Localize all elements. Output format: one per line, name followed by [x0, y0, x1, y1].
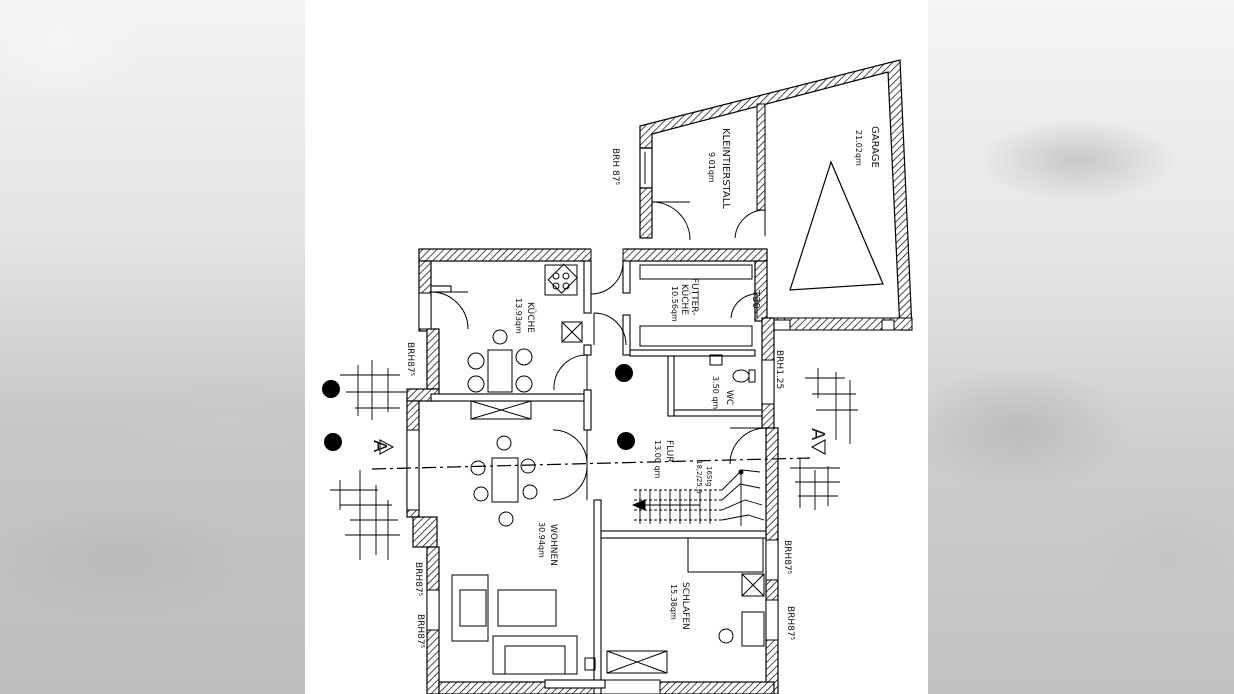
kueche-label: KÜCHE [525, 302, 536, 333]
kitchen-table [487, 349, 513, 393]
grid-dots [322, 364, 635, 451]
interior-walls [430, 260, 767, 694]
brh-right-middle: BRH87⁵ [782, 540, 792, 575]
flur-label: FLUR [664, 440, 674, 463]
brh-kleintierstall: BRH 87⁵ [610, 148, 620, 186]
car-symbol [789, 160, 884, 291]
schlafen-area: 15.38qm [669, 584, 678, 620]
toilet [732, 369, 750, 383]
furniture [451, 263, 765, 675]
brh-right-upper: BRH1.25 [774, 350, 784, 389]
section-line [371, 439, 826, 470]
counter-bottom [639, 325, 753, 347]
futterkueche-label-1: FUTTER- [689, 278, 699, 315]
outer-walls [406, 247, 779, 694]
garage-area: 21.02qm [854, 130, 863, 166]
wohnen-label: WOHNEN [548, 524, 558, 566]
floor-plan-sheet [305, 0, 928, 694]
wohnen-area: 30.94qm [537, 522, 546, 558]
survey-marks [330, 360, 858, 560]
futterkueche-label-2: KÜCHE [679, 284, 690, 315]
section-marker-left: A [369, 440, 390, 453]
kleintierstall-area: 9.01qm [707, 152, 716, 183]
blurred-background-right [928, 0, 1234, 694]
stair-ratio: 18,2/25,6 [695, 460, 703, 494]
stair-steps: 16Stg [705, 466, 713, 487]
kleintierstall-label: KLEINTIERSTALL [720, 128, 731, 209]
bed [687, 537, 764, 573]
brh-right-lower: BRH87⁵ [785, 606, 795, 641]
futterkueche-area: 10.56qm [670, 286, 679, 322]
wc-label: WC [724, 390, 734, 405]
garage-label: GARAGE [869, 126, 880, 168]
staircase [631, 469, 765, 526]
brh-kueche: BRH87⁵ [405, 342, 415, 377]
section-marker-right: A [807, 428, 828, 441]
wc-area: 3.50 qm [711, 376, 720, 409]
outbuilding [639, 59, 913, 331]
door-swings [430, 259, 767, 501]
room-labels: GARAGE 21.02qm KLEINTIERSTALL 9.01qm FUT… [369, 126, 880, 630]
schlafen-label: SCHLAFEN [680, 582, 690, 630]
dining-table [491, 457, 519, 503]
stove-symbol [544, 264, 578, 296]
flur-area: 13.00 qm [653, 440, 662, 479]
door-rating-label: T30 [750, 289, 761, 309]
blurred-background-left [0, 0, 305, 694]
kueche-area: 13.93qm [514, 298, 523, 334]
brh-bottom-left-b: BRH87⁵ [415, 614, 425, 649]
sofa [451, 574, 489, 642]
brh-labels: BRH 87⁵ BRH87⁵ BRH1.25 BRH87⁵ BRH87⁵ BRH… [405, 148, 795, 649]
counter-top [639, 264, 753, 280]
brh-bottom-left-a: BRH87⁵ [413, 562, 423, 597]
coffee-table [497, 589, 557, 627]
